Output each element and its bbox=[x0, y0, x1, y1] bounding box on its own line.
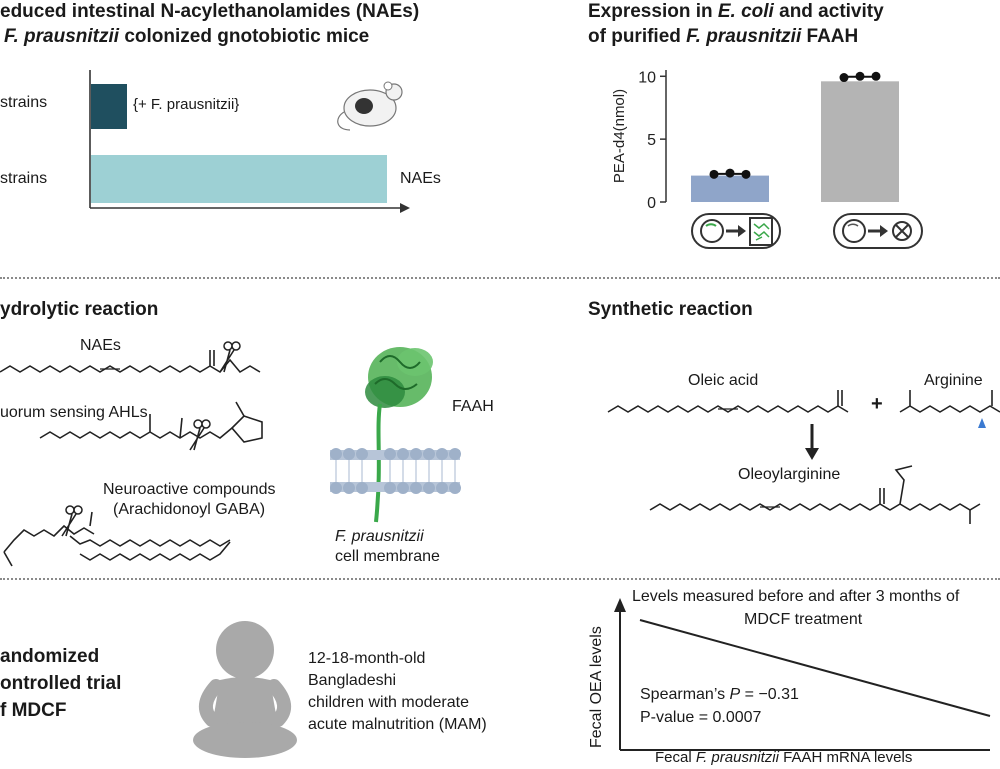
replicate-point bbox=[839, 73, 849, 83]
population-line3: children with moderate bbox=[308, 694, 469, 711]
x-label-pre: Fecal bbox=[655, 749, 696, 766]
faah-label: FAAH bbox=[452, 398, 494, 415]
membrane-label: cell membrane bbox=[335, 548, 440, 565]
synthetic-title: Synthetic reaction bbox=[588, 299, 753, 320]
nae-chart-arrow-icon bbox=[400, 203, 410, 213]
spearman-prefix: Spearman’s bbox=[640, 686, 730, 703]
nae-levels-chart bbox=[89, 70, 410, 213]
lipid-bilayer bbox=[330, 448, 461, 494]
nae-structure bbox=[0, 358, 261, 374]
mice-panel-title-rest: colonized gnotobiotic mice bbox=[119, 26, 370, 47]
neuro-label-line1: Neuroactive compounds bbox=[103, 481, 276, 498]
replicate-point bbox=[741, 169, 751, 179]
trial-title-line3: f MDCF bbox=[0, 700, 67, 721]
species-name: F. prausnitzii bbox=[4, 26, 120, 47]
arginine-structure bbox=[899, 405, 1000, 413]
arachidonoyl-gaba-structure bbox=[3, 524, 95, 553]
mouse-icon bbox=[337, 81, 403, 131]
population-line4: acute malnutrition (MAM) bbox=[308, 716, 487, 733]
replicate-point bbox=[725, 168, 735, 178]
hydrolytic-title: ydrolytic reaction bbox=[0, 299, 159, 320]
faah-species-name: F. prausnitzii bbox=[686, 26, 802, 47]
row2-nae-note: NAEs bbox=[400, 170, 441, 187]
population-line1: 12-18-month-old bbox=[308, 650, 426, 667]
replicate-point bbox=[709, 169, 719, 179]
y-axis-arrow-icon bbox=[614, 598, 626, 612]
mice-panel-title-line2: F. prausnitzii colonized gnotobiotic mic… bbox=[4, 25, 369, 49]
correlation-plot bbox=[614, 598, 991, 751]
pea-bar bbox=[691, 175, 769, 202]
section-divider-top bbox=[0, 277, 1000, 279]
child-icon bbox=[193, 621, 297, 758]
active-faah-construct-icon bbox=[691, 213, 781, 249]
y-tick-label: 0 bbox=[647, 195, 656, 212]
faah-title-post: and activity bbox=[773, 1, 884, 22]
plus-sign: + bbox=[871, 393, 883, 415]
arginine-label: Arginine bbox=[924, 372, 983, 389]
nae-molecule-label: NAEs bbox=[80, 337, 121, 354]
correlation-header-line2: MDCF treatment bbox=[744, 611, 863, 628]
oleoylarginine-label: Oleoylarginine bbox=[738, 466, 841, 483]
synthetic-molecules bbox=[607, 390, 1000, 524]
faah-title-pre: Expression in bbox=[588, 1, 718, 22]
oleic-acid-structure bbox=[607, 405, 849, 413]
amine-highlight-icon bbox=[978, 418, 986, 428]
oleoylarginine-structure bbox=[649, 503, 981, 511]
y-tick-label: 10 bbox=[638, 69, 656, 86]
faah-title2-post: FAAH bbox=[801, 26, 859, 47]
x-label-post: FAAH mRNA levels bbox=[778, 749, 913, 766]
faah-title2-pre: of purified bbox=[588, 26, 687, 47]
p-value-stat: P-value = 0.0007 bbox=[640, 709, 762, 726]
ecoli-name: E. coli bbox=[717, 1, 774, 22]
faah-membrane-illustration bbox=[330, 347, 461, 523]
faah-panel-title-line1: Expression in E. coli and activity bbox=[588, 0, 884, 24]
y-tick-label: 5 bbox=[647, 132, 656, 149]
trial-title-line2: ontrolled trial bbox=[0, 673, 122, 694]
nae-bar-without-f-prausnitzii bbox=[91, 155, 387, 203]
membrane-species-label: F. prausnitzii bbox=[335, 528, 424, 545]
correlation-header-line1: Levels measured before and after 3 month… bbox=[632, 588, 960, 605]
pea-bar bbox=[821, 81, 899, 202]
oleic-acid-label: Oleic acid bbox=[688, 372, 759, 389]
scissors-icon bbox=[219, 341, 241, 373]
section-divider-bottom bbox=[0, 578, 1000, 580]
trial-title-line1: andomized bbox=[0, 646, 100, 667]
replicate-point bbox=[871, 71, 881, 81]
mice-panel-title-line1: educed intestinal N-acylethanolamides (N… bbox=[0, 1, 420, 22]
spearman-symbol: P bbox=[729, 686, 741, 703]
neuro-label-line2: (Arachidonoyl GABA) bbox=[113, 501, 266, 518]
hydrolytic-molecules bbox=[0, 341, 263, 567]
nae-bar-with-f-prausnitzii bbox=[91, 84, 127, 129]
row1-note: {+ F. prausnitzii} bbox=[133, 96, 240, 113]
faah-protein-icon bbox=[365, 347, 433, 523]
correlation-x-label: Fecal F. prausnitzii FAAH mRNA levels bbox=[655, 749, 912, 766]
reaction-arrow-head-icon bbox=[805, 448, 819, 460]
x-label-species: F. prausnitzii bbox=[695, 749, 779, 766]
replicate-point bbox=[855, 71, 865, 81]
spearman-stat: Spearman’s P = −0.31 bbox=[640, 686, 799, 704]
correlation-y-label: Fecal OEA levels bbox=[588, 626, 605, 748]
row1-strains-label: strains bbox=[0, 94, 48, 111]
spearman-value: = −0.31 bbox=[740, 686, 799, 703]
scissors-icon bbox=[189, 419, 211, 451]
scissors-icon bbox=[61, 505, 83, 537]
row2-strains-label: strains bbox=[0, 170, 48, 187]
faah-panel-title-line2: of purified F. prausnitzii FAAH bbox=[588, 25, 858, 49]
construct-icons bbox=[691, 213, 923, 249]
population-line2: Bangladeshi bbox=[308, 672, 397, 689]
ahl-label: uorum sensing AHLs bbox=[0, 404, 148, 421]
inactive-construct-icon bbox=[833, 213, 923, 249]
pea-y-axis-label: PEA-d4(nmol) bbox=[611, 89, 628, 183]
correlation-trend-line bbox=[639, 619, 991, 717]
